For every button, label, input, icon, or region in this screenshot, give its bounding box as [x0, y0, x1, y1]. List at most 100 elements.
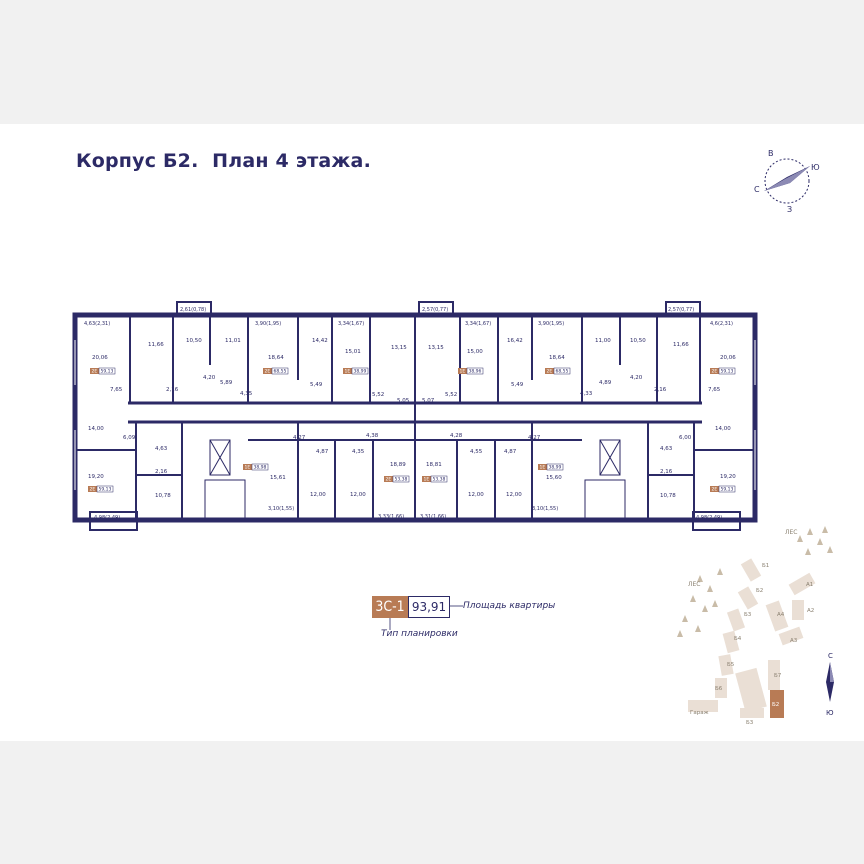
svg-text:2Е: 2Е: [547, 369, 553, 375]
site-label: А3: [790, 638, 798, 644]
compass-rose: В Ю З С: [754, 149, 820, 214]
site-label-highlight: Б2: [772, 702, 779, 708]
svg-text:38,98: 38,98: [254, 465, 267, 471]
balcony-label: 2,61(0,78): [180, 307, 206, 313]
building-b2-highlight: [770, 690, 784, 718]
svg-text:2Е: 2Е: [712, 369, 718, 375]
site-label: Б3: [744, 612, 752, 618]
room-area: 18,64: [549, 355, 565, 361]
compass-west-label: С: [754, 185, 760, 194]
svg-text:1Е: 1Е: [345, 369, 351, 375]
room-area: 15,61: [270, 475, 286, 481]
site-label: Б3: [746, 720, 754, 726]
legend-area-value: 93,91: [408, 596, 450, 618]
balcony-label: 3,10(1,55): [532, 506, 558, 512]
svg-text:38,96: 38,96: [469, 369, 482, 375]
building-a3: [778, 626, 804, 646]
room-area: 15,01: [345, 349, 361, 355]
svg-text:38,99: 38,99: [549, 465, 562, 471]
room-area: 2,16: [166, 387, 179, 393]
room-area: 19,20: [88, 474, 104, 480]
svg-text:68,55: 68,55: [556, 369, 569, 375]
svg-text:2Е: 2Е: [92, 369, 98, 375]
forest-trees: [677, 526, 833, 637]
room-area: 6,00: [679, 435, 692, 441]
compass-east-label: Ю: [811, 163, 820, 172]
room-area: 4,38: [366, 433, 379, 439]
room-area: 5,49: [310, 382, 323, 388]
site-compass-north: С: [828, 652, 833, 660]
room-area: 5,89: [220, 380, 233, 386]
svg-text:38,99: 38,99: [354, 369, 367, 375]
legend-type-code: 3С-1: [372, 596, 408, 618]
building-a4: [765, 600, 789, 632]
room-area: 5,05: [397, 398, 410, 404]
room-area: 7,65: [110, 387, 123, 393]
room-area: 5,49: [511, 382, 524, 388]
room-area: 20,06: [720, 355, 736, 361]
room-area: 4,55: [470, 449, 483, 455]
room-area: 10,78: [660, 493, 676, 499]
site-label: А2: [807, 608, 814, 614]
site-label: Б6: [715, 686, 723, 692]
balcony-box: [418, 301, 454, 316]
room-area: 7,65: [708, 387, 721, 393]
room-area: 5,52: [372, 392, 384, 398]
site-label: Б7: [774, 673, 782, 679]
site-label: Б4: [734, 636, 742, 642]
site-label: Б2: [756, 588, 763, 594]
building-garage: [688, 700, 718, 712]
room-area: 16,42: [507, 338, 523, 344]
svg-text:1Е: 1Е: [460, 369, 466, 375]
room-area: 6,09: [123, 435, 136, 441]
balcony-label: 3,90(1,95): [538, 321, 564, 327]
room-area: 15,00: [467, 349, 483, 355]
room-area: 4,87: [504, 449, 517, 455]
svg-text:2Е: 2Е: [712, 487, 718, 493]
room-area: 12,00: [310, 492, 326, 498]
building-b4: [722, 630, 740, 654]
balcony-label: 3,33(1,66): [378, 514, 404, 520]
room-area: 10,50: [630, 338, 646, 344]
svg-text:53,38: 53,38: [433, 477, 446, 483]
room-area: 14,00: [715, 426, 731, 432]
balcony-label: 3,31(1,66): [420, 514, 446, 520]
site-label: ЛЕС: [688, 581, 701, 588]
room-area: 14,42: [312, 338, 328, 344]
room-area: 10,78: [155, 493, 171, 499]
room-area: 11,66: [148, 342, 164, 348]
building-b2: [737, 586, 759, 610]
room-area: 4,20: [630, 375, 643, 381]
room-area: 18,81: [426, 462, 442, 468]
room-area: 5,52: [445, 392, 457, 398]
svg-text:2Е: 2Е: [265, 369, 271, 375]
svg-text:59,13: 59,13: [101, 369, 114, 375]
room-area: 11,66: [673, 342, 689, 348]
compass-circle: [764, 158, 810, 204]
room-area: 4,20: [203, 375, 216, 381]
room-area: 11,00: [595, 338, 611, 344]
room-area: 15,60: [546, 475, 562, 481]
room-area: 4,35: [240, 391, 253, 397]
svg-text:1Е: 1Е: [245, 465, 251, 471]
balcony-box: [665, 301, 701, 316]
building-b3: [726, 608, 746, 632]
room-area: 5,07: [422, 398, 435, 404]
room-area: 11,01: [225, 338, 241, 344]
building-b3-south: [740, 708, 764, 718]
building-a1: [788, 572, 816, 596]
room-area: 4,63: [155, 446, 168, 452]
room-area: 12,00: [506, 492, 522, 498]
balcony-label: 3,90(1,95): [255, 321, 281, 327]
site-label: Б1: [762, 563, 769, 569]
room-area: 14,00: [88, 426, 104, 432]
room-area: 2,16: [660, 469, 673, 475]
